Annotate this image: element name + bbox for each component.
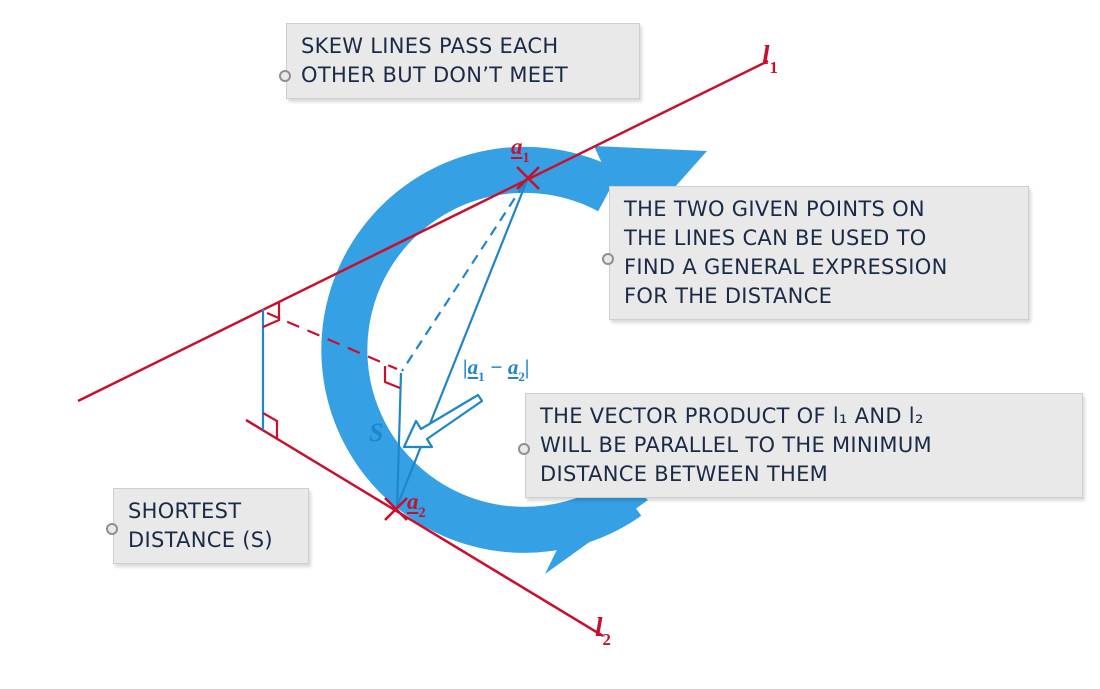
vec-minus: − <box>484 355 508 379</box>
rotation-arrow-band <box>321 146 642 553</box>
a2-sub: 2 <box>418 504 426 521</box>
vec-a2: a <box>507 355 519 379</box>
callout-shortest-distance: SHORTEST DISTANCE (S) <box>106 488 309 564</box>
right-angle-marker-middle-icon <box>383 366 401 390</box>
label-line-l2: l2 <box>595 612 611 649</box>
l1-sub: 1 <box>769 57 778 77</box>
callout-skew-lines-text: SKEW LINES PASS EACH OTHER BUT DON’T MEE… <box>301 34 569 87</box>
right-angle-marker-top-icon <box>262 302 281 329</box>
callout-shortest-distance-text: SHORTEST DISTANCE (S) <box>128 499 273 552</box>
callout-anchor-icon <box>279 69 291 82</box>
callout-anchor-icon <box>518 443 530 456</box>
dashed-projection-red <box>266 311 398 371</box>
label-shortest-distance-s: S <box>369 418 383 448</box>
callout-given-points-text: THE TWO GIVEN POINTS ON THE LINES CAN BE… <box>624 197 948 308</box>
parallel-distance-segment <box>395 372 403 510</box>
label-vector-magnitude: |a1 − a2| <box>463 355 530 385</box>
callout-anchor-icon <box>602 253 614 265</box>
callout-vector-product-text: THE VECTOR PRODUCT OF l₁ AND l₂ WILL BE … <box>540 404 932 486</box>
dashed-projection-blue <box>401 183 525 372</box>
l1-base: l <box>762 40 770 70</box>
callout-vector-product: THE VECTOR PRODUCT OF l₁ AND l₂ WILL BE … <box>518 393 1083 498</box>
vec-open-bar: | <box>463 355 468 379</box>
l2-sub: 2 <box>602 629 611 649</box>
callout-given-points: THE TWO GIVEN POINTS ON THE LINES CAN BE… <box>602 186 1029 320</box>
a1-base: a <box>511 134 523 159</box>
point-a2-cross-icon <box>384 497 408 521</box>
s-char: S <box>369 418 384 447</box>
line-l1 <box>77 59 769 403</box>
point-a1-cross-icon <box>516 166 540 190</box>
vec-s1: 1 <box>478 369 485 385</box>
callout-skew-lines: SKEW LINES PASS EACH OTHER BUT DON’T MEE… <box>279 23 640 99</box>
right-angle-marker-bottom-icon <box>262 412 279 438</box>
vec-s2: 2 <box>518 369 525 385</box>
a1-sub: 1 <box>522 149 530 166</box>
vec-close-bar: | <box>524 355 530 379</box>
line-l2 <box>245 418 604 638</box>
s-pointer-arrow-icon <box>402 393 484 449</box>
a2-base: a <box>407 489 419 514</box>
label-line-l1: l1 <box>762 40 778 77</box>
vector-a1-a2-segment <box>394 177 530 510</box>
callout-anchor-icon <box>106 523 118 536</box>
vec-a1: a <box>467 355 479 379</box>
label-point-a1: a1 <box>511 134 530 166</box>
label-point-a2: a2 <box>407 489 426 521</box>
l2-base: l <box>595 612 603 642</box>
